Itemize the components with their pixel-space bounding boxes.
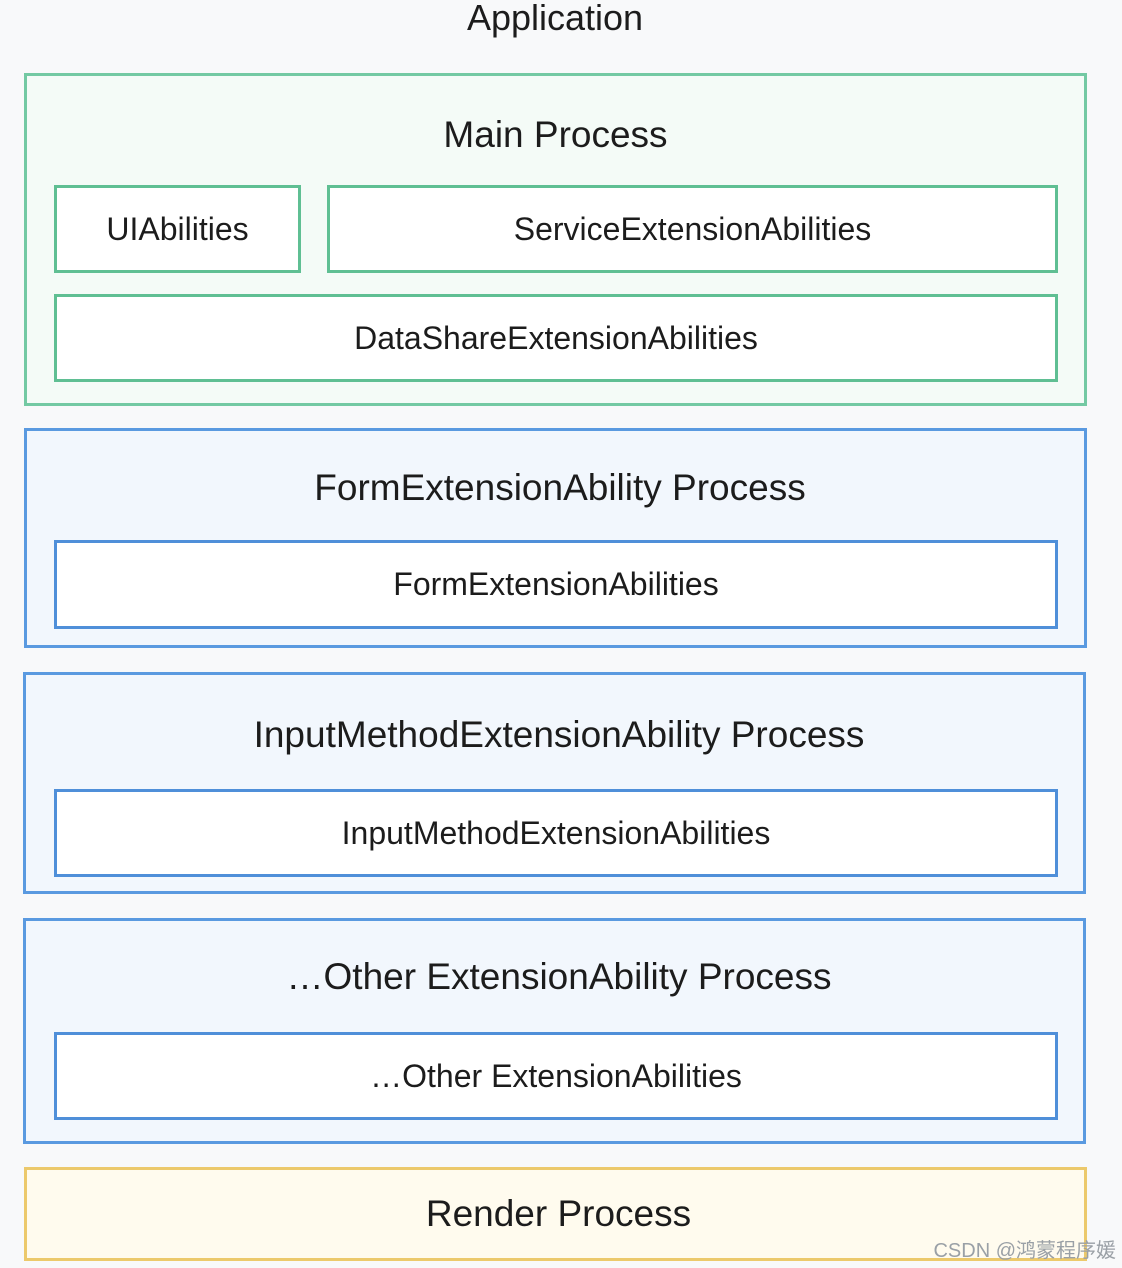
main-process-box: Main Process UIAbilities ServiceExtensio… [24, 73, 1087, 406]
ui-abilities-box: UIAbilities [54, 185, 301, 273]
other-extension-process-box: …Other ExtensionAbility Process …Other E… [23, 918, 1086, 1144]
render-process-title: Render Process [425, 1193, 692, 1234]
other-extension-process-title: …Other ExtensionAbility Process [286, 956, 832, 997]
input-method-process-box: InputMethodExtensionAbility Process Inpu… [23, 672, 1086, 894]
form-extension-process-box: FormExtensionAbility Process FormExtensi… [24, 428, 1087, 648]
render-process-box: Render Process [24, 1167, 1087, 1261]
form-extension-process-title: FormExtensionAbility Process [314, 467, 806, 508]
datashare-extension-abilities-box: DataShareExtensionAbilities [54, 294, 1058, 382]
input-method-extension-abilities-box: InputMethodExtensionAbilities [54, 789, 1058, 877]
service-extension-abilities-box: ServiceExtensionAbilities [327, 185, 1058, 273]
input-method-process-title: InputMethodExtensionAbility Process [253, 714, 865, 755]
form-extension-abilities-box: FormExtensionAbilities [54, 540, 1058, 629]
main-process-title: Main Process [443, 114, 668, 155]
other-extension-abilities-box: …Other ExtensionAbilities [54, 1032, 1058, 1120]
watermark: CSDN @鸿蒙程序媛 [933, 1240, 1116, 1262]
application-label: Application [466, 0, 644, 38]
